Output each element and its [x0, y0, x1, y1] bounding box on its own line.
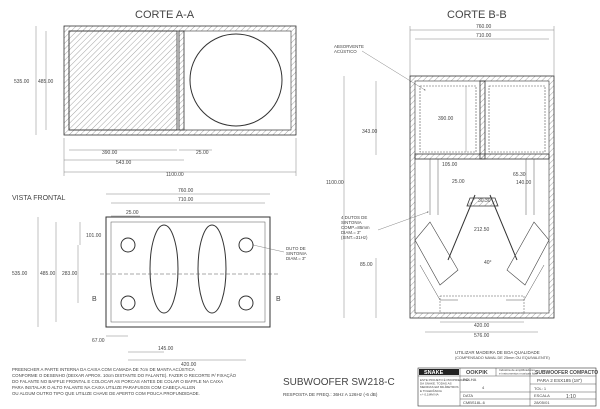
bb-shelf	[414, 153, 550, 160]
bb-dim-390: 390.00	[438, 116, 454, 122]
title-corte-aa: CORTE A-A	[135, 9, 195, 21]
bb-dim-105: 105.00	[442, 162, 458, 168]
aa-dim-25: 25.00	[196, 150, 209, 156]
vf-dim-710: 710.00	[178, 197, 194, 203]
tb-product-line1: SUBWOOFER COMPACTO	[535, 370, 598, 376]
bb-dim-1100: 1100.00	[326, 180, 344, 186]
aa-dim-390: 390.00	[102, 150, 118, 156]
vf-speaker-right	[197, 224, 227, 314]
bb-dim-760: 760.00	[476, 24, 492, 30]
bb-dim-140: 140.00	[516, 180, 532, 186]
vf-dim-485: 485.00	[40, 271, 56, 277]
aa-baffle	[178, 30, 185, 131]
bb-dim-3030: 30.30	[478, 198, 491, 204]
vf-port-br	[238, 295, 254, 311]
vf-dim-535: 535.00	[12, 271, 28, 277]
tb-folha-label: FOLHA	[463, 377, 477, 382]
aa-dim-1100: 1100.00	[166, 172, 184, 178]
aa-dim-543: 543.00	[116, 160, 132, 166]
front-view: B B 760.00 710.00 25.00 101.00 535.00 48…	[12, 188, 307, 368]
vf-section-b-left: B	[92, 296, 97, 303]
vf-dim-283: 283.00	[62, 271, 78, 277]
vf-dim-420: 420.00	[181, 362, 197, 368]
bb-dim-420: 420.00	[474, 323, 490, 329]
vf-speaker-left	[149, 224, 179, 314]
bb-dim-6530: 65.30	[513, 172, 526, 178]
product-response: RESPOSTA DE FREQ.: 36Hz A 126Hz (-6 dB)	[283, 392, 378, 397]
tb-tol: TOL: 1	[534, 386, 547, 391]
vf-port-tl	[120, 237, 136, 253]
bb-center-divider	[479, 80, 486, 160]
vf-dim-760: 760.00	[178, 188, 194, 194]
vf-section-b-right: B	[276, 296, 281, 303]
bb-dim-2125: 212.50	[474, 227, 490, 233]
bb-dim-25: 25.00	[452, 179, 465, 185]
tb-data: 28/05/01	[534, 400, 550, 405]
bb-dim-343: 343.00	[362, 129, 378, 135]
note-instructions: PREENCHER A PARTE INTERNA DA CAIXA COM C…	[12, 367, 237, 396]
vf-dim-67: 67.00	[92, 338, 105, 344]
vf-dim-101: 101.00	[86, 233, 102, 239]
tb-cod: CMBS18L-6	[463, 400, 486, 405]
bb-dim-85: 85.00	[360, 262, 373, 268]
vf-port-bl	[120, 295, 136, 311]
aa-absorbent-fill	[68, 30, 178, 131]
note-madeira: UTILIZAR MADEIRA DE BOA QUALIDADE(COMPEN…	[455, 350, 551, 360]
vf-dim-145: 145.00	[158, 346, 174, 352]
tb-escala: 1:10	[566, 394, 576, 400]
vf-outer-outline	[105, 216, 271, 328]
aa-speaker-circle	[189, 33, 283, 127]
section-aa-view: 535.00 485.00 390.00 25.00 543.00 1100.0…	[14, 25, 297, 178]
bb-absorbent-left	[419, 85, 477, 153]
product-title: SUBWOOFER SW218-C	[283, 377, 395, 388]
tb-data-label: DATA	[463, 393, 473, 398]
vf-port-tr	[238, 237, 254, 253]
tb-brand: SNAKE	[424, 370, 444, 376]
bb-dim-710: 710.00	[476, 33, 492, 39]
tb-ookpik: OOKPIK	[466, 370, 488, 376]
title-vista-frontal: VISTA FRONTAL	[12, 195, 66, 202]
title-corte-bb: CORTE B-B	[447, 9, 507, 21]
bb-dim-576: 576.00	[474, 333, 490, 339]
tb-escala-label: ESCALA	[534, 393, 550, 398]
tb-product-line2: PARA 2 ESX185 (18")	[537, 378, 582, 383]
title-block: SNAKE OOKPIK Indústria de amplificadores…	[417, 367, 598, 407]
aa-dim-535: 535.00	[14, 79, 30, 85]
aa-dim-485: 485.00	[38, 79, 54, 85]
vf-inner-outline	[110, 221, 266, 323]
bb-absorbent-right	[488, 85, 546, 153]
vf-dim-25: 25.00	[126, 210, 139, 216]
bb-angle: 40°	[484, 260, 492, 266]
tb-folha: 4	[482, 385, 485, 390]
